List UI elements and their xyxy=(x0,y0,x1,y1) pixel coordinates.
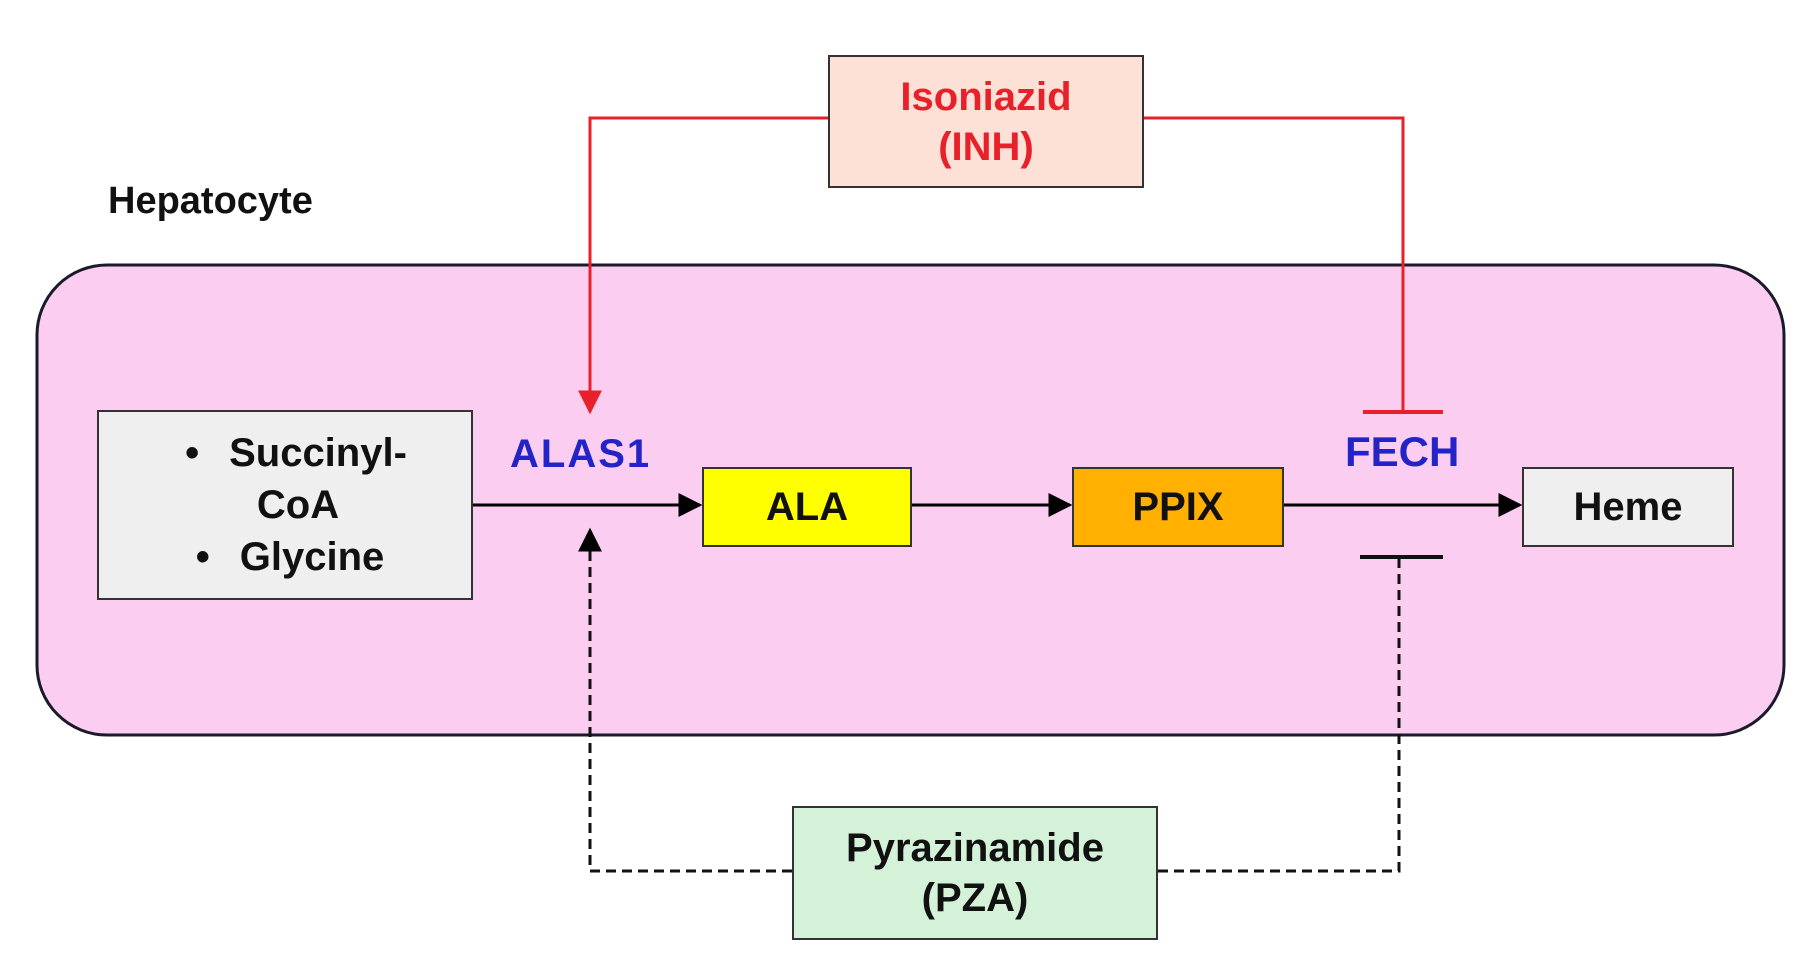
substrates-box: •Succinyl- CoA •Glycine xyxy=(97,410,473,600)
isoniazid-box: Isoniazid (INH) xyxy=(828,55,1144,188)
fech-enzyme-label: FECH xyxy=(1345,428,1460,475)
inh-activates-alas1-edge xyxy=(578,116,828,415)
pyrazinamide-box: Pyrazinamide (PZA) xyxy=(792,806,1158,940)
bullet-icon: • xyxy=(185,431,200,475)
isoniazid-name: Isoniazid xyxy=(900,74,1072,119)
substrate-succinyl-coa: •Succinyl- xyxy=(185,431,407,475)
pza-activates-alas1-edge xyxy=(578,527,792,873)
isoniazid-abbrev: (INH) xyxy=(938,124,1034,169)
heme-node: Heme xyxy=(1522,467,1734,547)
alas1-enzyme-label: ALAS1 xyxy=(510,432,652,476)
cell-label: Hepatocyte xyxy=(108,180,313,222)
bullet-icon: • xyxy=(195,535,210,579)
substrate-glycine: •Glycine xyxy=(195,535,385,579)
substrate-succinyl-coa-cont: CoA xyxy=(256,483,340,527)
pyrazinamide-abbrev: (PZA) xyxy=(921,876,1029,920)
inh-inhibits-fech-edge xyxy=(1144,116,1405,412)
pyrazinamide-name: Pyrazinamide xyxy=(846,826,1104,870)
ppix-node: PPIX xyxy=(1072,467,1284,547)
ala-node: ALA xyxy=(702,467,912,547)
pza-inhibits-fech-edge xyxy=(1158,558,1401,873)
